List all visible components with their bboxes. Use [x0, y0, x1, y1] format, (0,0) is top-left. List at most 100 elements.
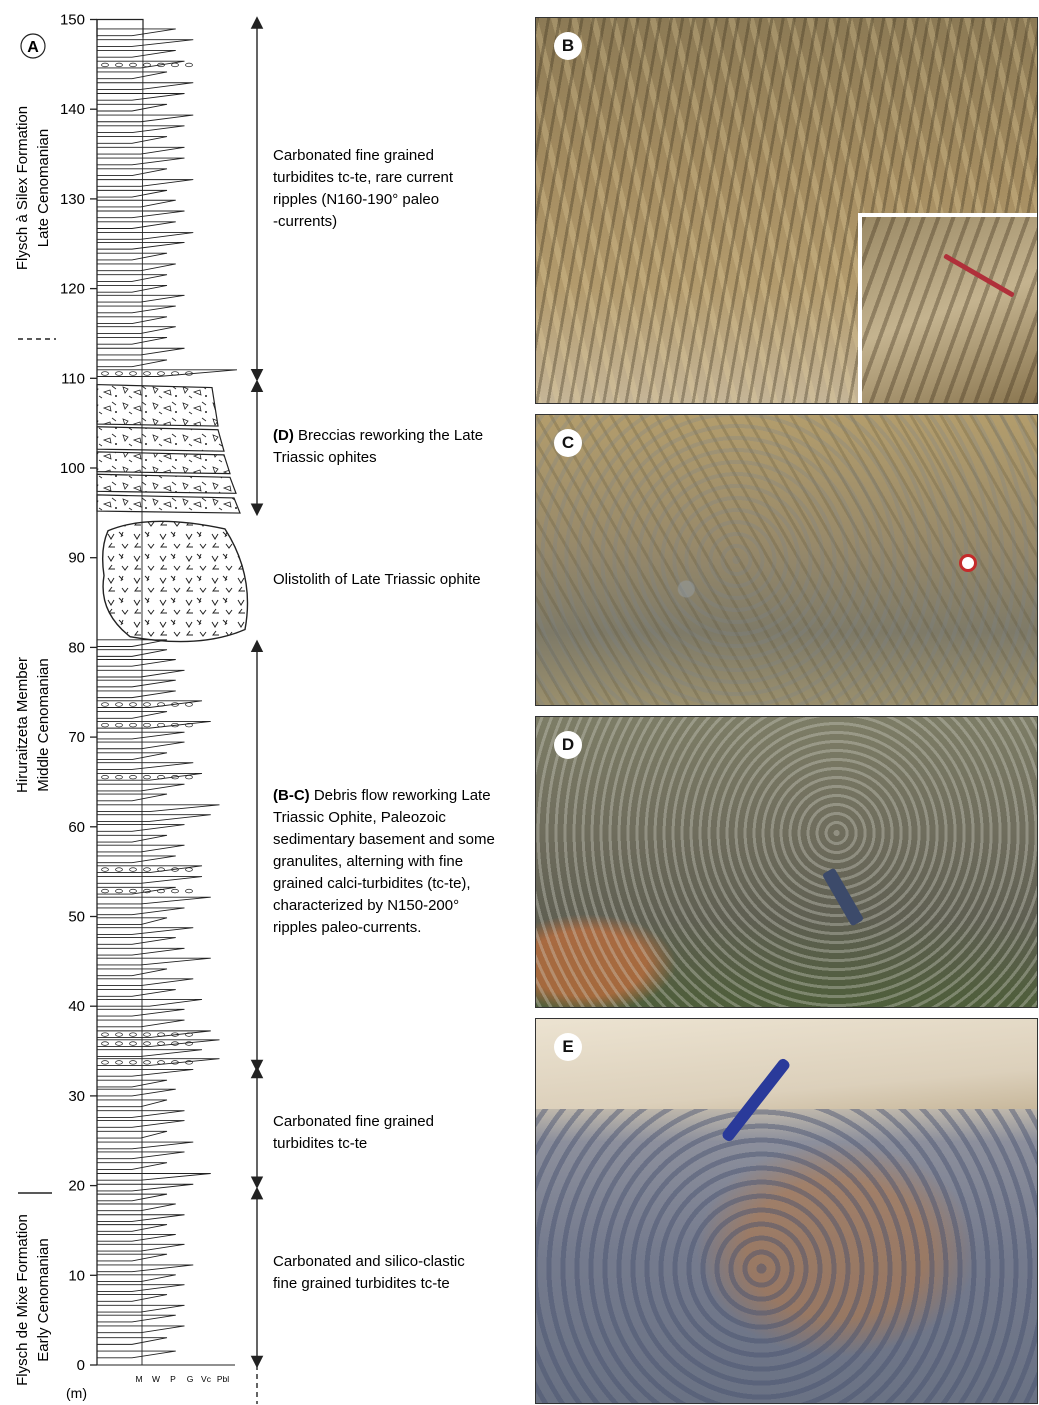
turbidite-bed — [97, 180, 193, 187]
description-flysch-silex: Carbonated fine grained turbidites tc-te… — [273, 147, 454, 230]
turbidite-bed — [97, 918, 167, 925]
desc-line: Olistolith of Late Triassic ophite — [273, 571, 481, 588]
turbidite-bed — [97, 1295, 167, 1302]
depth-tick-label: 0 — [77, 1357, 85, 1374]
turbidite-bed — [97, 1050, 202, 1057]
turbidite-bed — [97, 1326, 185, 1333]
desc-line: Triassic Ophite, Paleozoic — [273, 809, 446, 826]
turbidite-bed — [97, 1351, 176, 1358]
desc-ref: (B-C) — [273, 787, 310, 804]
turbidite-bed — [97, 660, 176, 667]
turbidite-bed — [97, 137, 167, 144]
description-olistolith: Olistolith of Late Triassic ophite — [273, 571, 481, 588]
grain-scale-label: M — [135, 1374, 142, 1384]
turbidite-bed — [97, 856, 176, 863]
turbidite-bed — [97, 763, 193, 770]
depth-tick-label: 60 — [68, 819, 85, 836]
desc-line: ripples paleo-currents. — [273, 919, 421, 936]
turbidite-bed — [97, 242, 185, 249]
desc-ref: (D) — [273, 427, 294, 444]
turbidite-bed — [97, 1009, 185, 1016]
pebble — [186, 703, 193, 707]
turbidite-bed — [97, 1069, 193, 1076]
turbidite-bed — [97, 126, 185, 133]
turbidite-bed — [97, 233, 193, 240]
turbidite-bed — [97, 670, 185, 677]
turbidite-bed — [97, 337, 167, 344]
turbidite-bed — [97, 1215, 185, 1222]
desc-line: granulites, alterning with fine — [273, 853, 463, 870]
turbidite-bed — [97, 306, 176, 313]
turbidite-bed — [97, 115, 193, 122]
turbidite-bed — [97, 1254, 167, 1261]
hammer-scale-icon — [822, 868, 864, 927]
grain-scale-label: Vc — [201, 1374, 212, 1384]
description-breccias: (D) Breccias reworking the Late Triassic… — [273, 427, 483, 466]
turbidite-bed — [97, 1142, 193, 1149]
pen-scale-icon — [943, 253, 1015, 297]
turbidite-bed — [97, 169, 167, 176]
turbidite-bed — [97, 317, 167, 324]
formation-name-lower: Flysch de Mixe Formation — [14, 1214, 31, 1386]
turbidite-bed — [97, 1265, 193, 1272]
turbidite-bed — [97, 200, 176, 207]
turbidite-bed — [97, 295, 185, 302]
depth-tick-label: 150 — [60, 12, 85, 29]
turbidite-bed — [97, 147, 185, 154]
turbidite-bed — [97, 753, 167, 760]
depth-tick-label: 80 — [68, 639, 85, 656]
turbidite-bed — [97, 50, 176, 57]
depth-tick-label: 110 — [61, 370, 85, 387]
turbidite-bed — [97, 1305, 185, 1312]
depth-tick-label: 90 — [68, 550, 85, 567]
turbidite-bed — [97, 1204, 176, 1211]
turbidite-bed — [97, 83, 193, 90]
turbidite-bed — [97, 360, 167, 367]
grain-scale-label: W — [152, 1374, 160, 1384]
turbidite-bed — [97, 835, 167, 842]
turbidite-bed — [97, 680, 176, 687]
turbidite-bed — [97, 773, 202, 780]
turbidite-bed — [97, 701, 202, 708]
turbidite-bed — [97, 721, 211, 728]
desc-line: characterized by N150-200° — [273, 897, 459, 914]
formation-name-middle: Hiruraitzeta Member — [14, 657, 31, 793]
turbidite-bed — [97, 742, 185, 749]
turbidite-bed — [97, 999, 202, 1006]
turbidite-bed — [97, 327, 176, 334]
grain-scale-label: P — [170, 1374, 176, 1384]
depth-tick-label: 10 — [68, 1267, 85, 1284]
turbidite-bed — [97, 94, 185, 101]
turbidite-bed — [97, 794, 167, 801]
desc-line: grained calci-turbidites (tc-te), — [273, 875, 471, 892]
turbidite-bed — [97, 1131, 167, 1138]
photo-label-d: D — [554, 731, 582, 759]
desc-line: Carbonated and silico-clastic — [273, 1253, 465, 1270]
pebble — [172, 63, 179, 67]
turbidite-bed — [97, 784, 185, 791]
turbidite-bed — [97, 275, 167, 282]
pebble — [186, 868, 193, 872]
turbidite-bed — [97, 104, 167, 111]
grain-scale-label: G — [187, 1374, 194, 1384]
breccia-bed — [97, 452, 230, 474]
turbidite-bed — [97, 1275, 176, 1282]
turbidite-bed — [97, 897, 211, 904]
pebble — [186, 63, 193, 67]
turbidite-bed — [97, 650, 167, 657]
breccia-bed — [97, 474, 236, 493]
ophite-olistolith — [103, 521, 248, 641]
turbidite-bed — [97, 948, 185, 955]
turbidite-bed — [97, 285, 167, 292]
depth-tick-label: 20 — [68, 1178, 85, 1195]
desc-line: turbidites tc-te — [273, 1135, 367, 1152]
turbidite-bed — [97, 1234, 176, 1241]
desc-line: Breccias reworking the Late — [294, 427, 483, 444]
turbidite-bed — [97, 825, 185, 832]
description-turbidites-mid: Carbonated fine grained turbidites tc-te — [273, 1113, 434, 1152]
turbidite-bed — [97, 1152, 185, 1159]
turbidite-bed — [97, 211, 185, 218]
turbidite-bed — [97, 732, 185, 739]
svg-text:(D) Breccias reworking the Lat: (D) Breccias reworking the Late — [273, 427, 483, 444]
breccia-bed — [97, 385, 218, 426]
